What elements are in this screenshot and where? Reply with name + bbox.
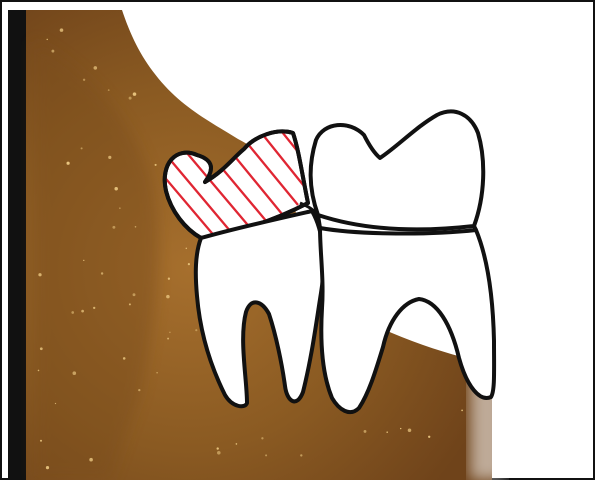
speckle-dot xyxy=(188,263,190,265)
speckle-dot xyxy=(236,443,238,445)
speckle-dot xyxy=(108,89,110,91)
speckle-dot xyxy=(47,39,48,40)
speckle-dot xyxy=(94,66,98,70)
speckle-dot xyxy=(101,272,103,274)
speckle-dot xyxy=(66,162,69,165)
speckle-dot xyxy=(71,311,74,314)
speckle-dot xyxy=(186,248,187,249)
speckle-dot xyxy=(123,357,126,360)
speckle-dot xyxy=(119,207,120,208)
speckle-dot xyxy=(400,428,401,429)
speckle-dot xyxy=(129,97,132,100)
speckle-dot xyxy=(133,92,137,96)
speckle-dot xyxy=(89,458,93,462)
speckle-dot xyxy=(108,156,111,159)
speckle-dot xyxy=(81,310,84,313)
speckle-dot xyxy=(83,260,84,261)
speckle-dot xyxy=(51,50,54,53)
speckle-dot xyxy=(261,437,263,439)
speckle-dot xyxy=(408,429,412,433)
speckle-dot xyxy=(300,454,302,456)
speckle-dot xyxy=(155,164,157,166)
speckle-dot xyxy=(461,410,463,412)
speckle-dot xyxy=(156,372,157,373)
speckle-dot xyxy=(166,295,170,299)
speckle-dot xyxy=(135,226,137,228)
speckle-dot xyxy=(265,454,267,456)
speckle-dot xyxy=(195,329,197,331)
speckle-dot xyxy=(60,28,64,32)
speckle-dot xyxy=(93,307,95,309)
speckle-dot xyxy=(169,332,170,333)
speckle-dot xyxy=(40,440,42,442)
speckle-dot xyxy=(40,347,43,350)
speckle-dot xyxy=(81,147,83,149)
speckle-dot xyxy=(38,273,41,276)
speckle-dot xyxy=(428,436,430,438)
speckle-dot xyxy=(83,79,85,81)
speckle-dot xyxy=(46,466,49,469)
left-edge xyxy=(8,10,26,480)
speckle-dot xyxy=(133,293,136,296)
speckle-dot xyxy=(112,226,115,229)
speckle-dot xyxy=(217,451,221,455)
speckle-dot xyxy=(38,370,40,372)
speckle-dot xyxy=(168,278,170,280)
speckle-dot xyxy=(167,338,169,340)
speckle-dot xyxy=(55,403,56,404)
speckle-dot xyxy=(73,371,77,375)
speckle-dot xyxy=(138,389,140,391)
speckle-dot xyxy=(364,430,367,433)
speckle-dot xyxy=(217,447,219,449)
speckle-dot xyxy=(129,303,131,305)
speckle-dot xyxy=(114,187,117,190)
speckle-dot xyxy=(386,431,388,433)
